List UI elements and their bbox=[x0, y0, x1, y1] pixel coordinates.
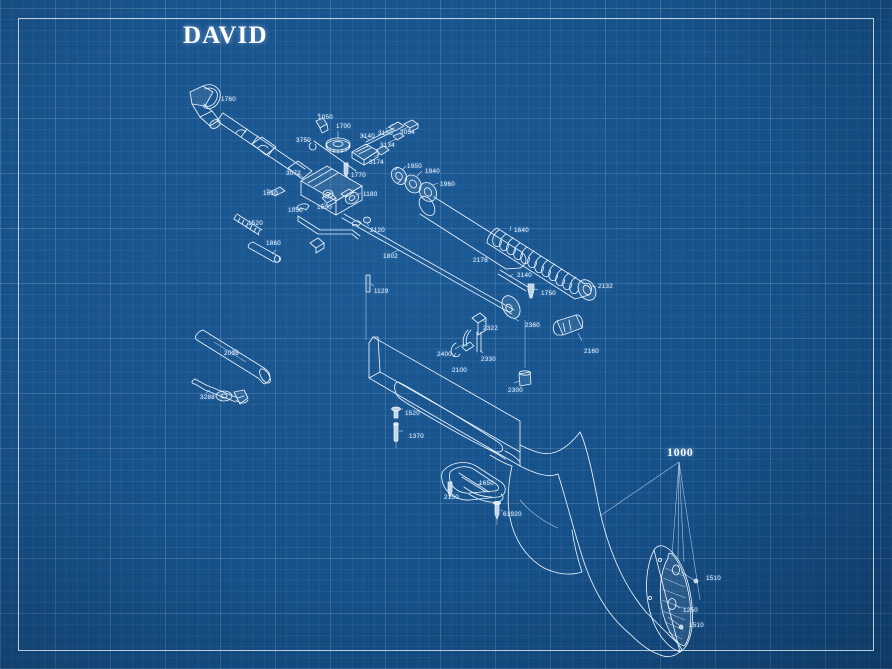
part-label: 1180 bbox=[363, 191, 378, 198]
part-label: 1129 bbox=[374, 288, 389, 295]
part-screw-1520-lower bbox=[391, 406, 403, 442]
part-label: 3750 bbox=[296, 137, 311, 144]
part-label: 2322 bbox=[483, 325, 498, 332]
part-label: 1650 bbox=[479, 480, 494, 487]
part-label: 1770 bbox=[351, 172, 366, 179]
part-label: 3288 bbox=[200, 394, 215, 401]
part-label: 1750 bbox=[541, 290, 556, 297]
part-washer-stack bbox=[390, 165, 439, 202]
part-label: 1802 bbox=[383, 253, 398, 260]
part-trigger-unit bbox=[450, 312, 487, 358]
part-label: 2038 bbox=[224, 350, 239, 357]
part-label: 1610 bbox=[263, 190, 278, 197]
part-tube-2038 bbox=[194, 329, 271, 385]
part-label: 1700 bbox=[336, 123, 351, 130]
callout-leaders-1000 bbox=[599, 461, 701, 601]
page-title: DAVID bbox=[183, 22, 268, 49]
part-label: 1510 bbox=[706, 575, 721, 582]
part-label: 1760 bbox=[221, 96, 236, 103]
part-small-hardware-group bbox=[233, 186, 337, 263]
part-label: 3134 bbox=[380, 142, 395, 149]
part-label: 1510 bbox=[689, 622, 704, 629]
part-front-sight-1760 bbox=[189, 84, 221, 129]
part-label: 1960 bbox=[440, 181, 455, 188]
main-callout-label: 1000 bbox=[667, 445, 694, 459]
part-label: 2400 bbox=[437, 351, 452, 358]
part-label: 1860 bbox=[266, 240, 281, 247]
part-spring-1520 bbox=[233, 213, 263, 236]
construction-lines bbox=[365, 292, 526, 525]
part-label: 3174 bbox=[369, 159, 384, 166]
part-compression-cylinder bbox=[418, 196, 527, 270]
part-lever-3288 bbox=[191, 378, 249, 405]
part-label: 1600 bbox=[317, 204, 332, 211]
part-label: 1050 bbox=[288, 207, 303, 214]
part-stock-body-1000 bbox=[507, 431, 683, 658]
part-breech-block-group bbox=[351, 119, 419, 166]
part-barrel-assembly bbox=[216, 112, 313, 180]
part-receiver-block-3072 bbox=[296, 165, 363, 216]
part-rear-sight-cluster bbox=[304, 112, 357, 181]
part-mainspring-1640 bbox=[486, 225, 597, 322]
part-cocking-linkage bbox=[297, 213, 515, 315]
part-label: 1640 bbox=[514, 227, 529, 234]
part-label: 2178 bbox=[473, 257, 488, 264]
part-label: 2300 bbox=[508, 387, 523, 394]
part-label: 1520 bbox=[405, 410, 420, 417]
part-label: 1050 bbox=[318, 114, 333, 121]
part-label: 2330 bbox=[481, 356, 496, 363]
part-label: 3072 bbox=[286, 170, 301, 177]
part-label: 3054 bbox=[400, 129, 415, 136]
part-label: 2120 bbox=[370, 227, 385, 234]
part-label: 1940 bbox=[425, 168, 440, 175]
part-label: 2132 bbox=[598, 283, 613, 290]
part-label: 1520 bbox=[248, 220, 263, 227]
part-cap-2300 bbox=[513, 330, 532, 387]
part-label: 2100 bbox=[452, 367, 467, 374]
part-trigger-guard bbox=[441, 462, 506, 520]
part-butt-pad-1250 bbox=[646, 545, 699, 653]
part-label: 3140 bbox=[360, 133, 375, 140]
part-label: 2160 bbox=[584, 348, 599, 355]
part-collar-2160 bbox=[552, 314, 584, 342]
part-label: 2150 bbox=[444, 494, 459, 501]
part-label: 61920 bbox=[503, 511, 522, 518]
part-label: 2140 bbox=[517, 272, 532, 279]
part-label: 2360 bbox=[525, 322, 540, 329]
part-label: 1950 bbox=[407, 163, 422, 170]
part-label: 1370 bbox=[409, 433, 424, 440]
part-label: 3150 bbox=[378, 130, 393, 137]
part-label: 1250 bbox=[683, 607, 698, 614]
part-forend-channel bbox=[368, 336, 521, 467]
